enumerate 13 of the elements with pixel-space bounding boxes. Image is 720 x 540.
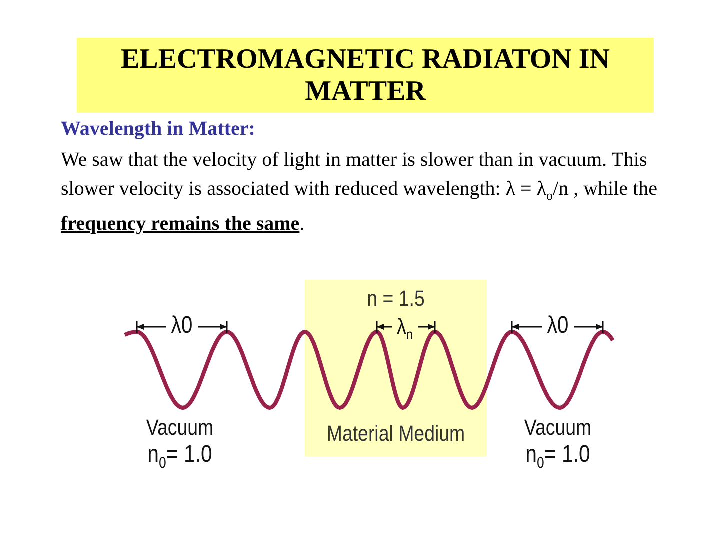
medium-band	[305, 280, 487, 457]
wavelength-label: λ0	[546, 314, 570, 338]
wavelength-label: λ$_{n}$	[396, 316, 414, 343]
body-paragraph: We saw that the velocity of light in matter is slower than in vacuum. This slower velocity is associated with reduced wavelength: λ = λ$_{o}$/n , while the frequency remains the same.	[61, 148, 658, 237]
region-label: Vacuum	[146, 417, 214, 439]
title-banner: ELECTROMAGNETIC RADIATON IN MATTER	[77, 38, 654, 113]
wavelength-label: λ0	[170, 314, 194, 338]
index-label: n$_{0}$= 1.0	[146, 443, 214, 472]
region-label: Vacuum	[524, 417, 592, 439]
index-label: n$_{0}$= 1.0	[524, 443, 592, 472]
medium-label: Material Medium	[326, 421, 466, 447]
index-label: n = 1.5	[366, 286, 426, 312]
section-heading: Wavelength in Matter:	[61, 118, 256, 142]
